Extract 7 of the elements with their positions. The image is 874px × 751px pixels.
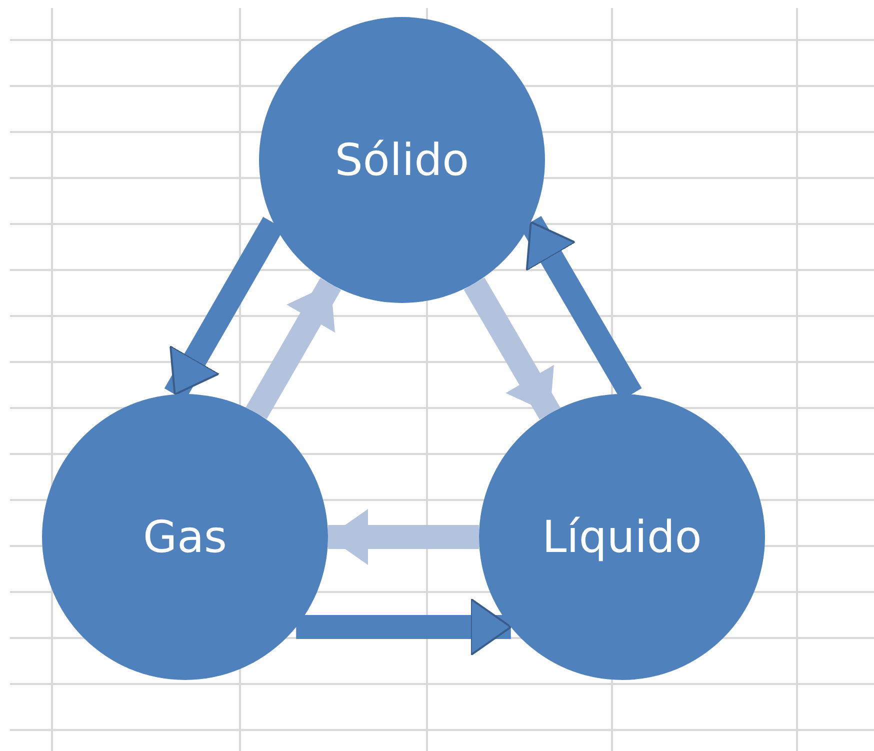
- block-arrow: [464, 277, 560, 420]
- state-label: Gas: [143, 512, 227, 562]
- block-arrow: [328, 509, 479, 565]
- block-arrow: [246, 278, 342, 420]
- block-arrow: [296, 598, 512, 656]
- state-label: Líquido: [542, 512, 702, 562]
- state-label: Sólido: [334, 134, 470, 186]
